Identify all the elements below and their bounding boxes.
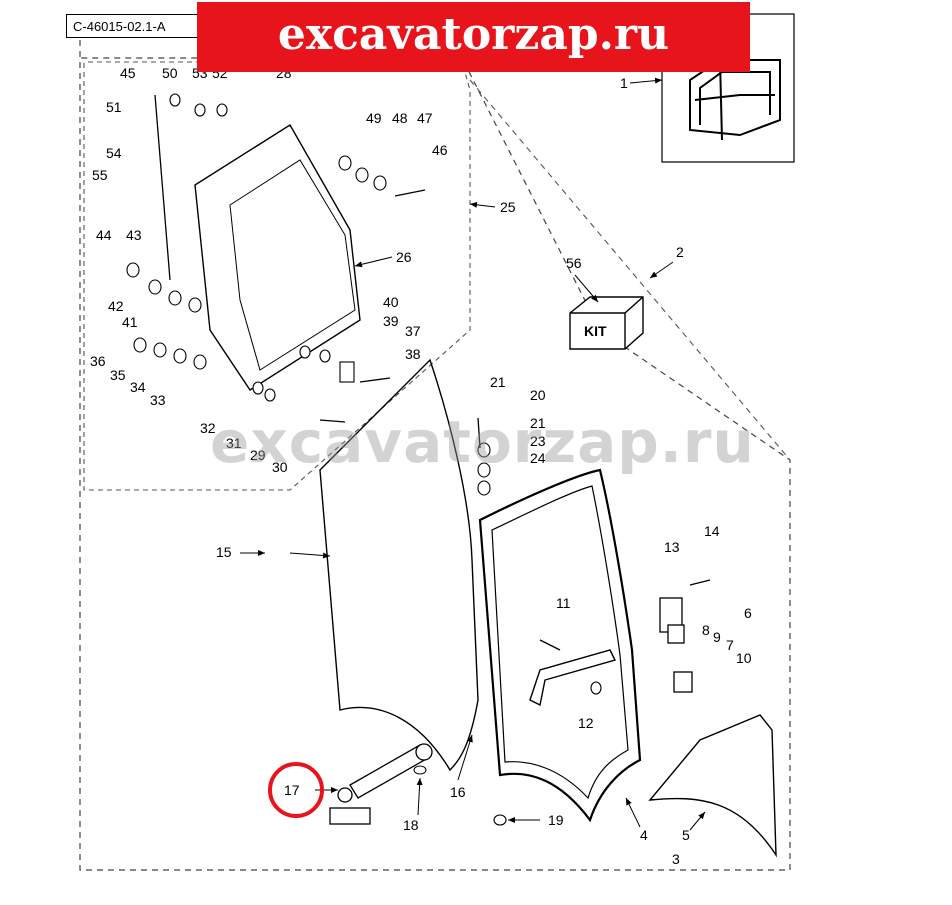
callout-56: 56 <box>566 255 582 271</box>
callout-21a: 21 <box>490 374 506 390</box>
callout-30: 30 <box>272 459 288 475</box>
callout-14: 14 <box>704 523 720 539</box>
callout-42: 42 <box>108 298 124 314</box>
callout-45: 45 <box>120 65 136 81</box>
callout-11: 11 <box>556 595 571 611</box>
callout-3: 3 <box>672 851 680 867</box>
outer-dashed-boundary <box>79 40 791 871</box>
callout-8: 8 <box>702 622 710 638</box>
callout-12: 12 <box>578 715 594 731</box>
callout-13: 13 <box>664 539 680 555</box>
callout-51: 51 <box>106 99 122 115</box>
callout-35: 35 <box>110 367 126 383</box>
callout-55: 55 <box>92 167 108 183</box>
door-hinge <box>659 597 693 693</box>
door-handle <box>529 649 617 707</box>
kit-label: KIT <box>584 323 607 339</box>
callout-29: 29 <box>250 447 266 463</box>
gas-strut <box>329 743 433 825</box>
callout-15: 15 <box>216 544 232 560</box>
callout-31: 31 <box>226 435 242 451</box>
callout-32: 32 <box>200 420 216 436</box>
callout-54: 54 <box>106 145 122 161</box>
callout-40: 40 <box>383 294 399 310</box>
document-id-label: C-46015-02.1-A <box>66 14 206 38</box>
callout-16: 16 <box>450 784 466 800</box>
callout-43: 43 <box>126 227 142 243</box>
callout-38: 38 <box>405 346 421 362</box>
callout-1: 1 <box>620 75 628 91</box>
callout-5: 5 <box>682 827 690 843</box>
watermark: excavatorzap.ru <box>210 408 755 476</box>
callout-10: 10 <box>736 650 752 666</box>
callout-36: 36 <box>90 353 106 369</box>
kit-box <box>569 296 644 350</box>
lower-quarter-glass <box>648 714 777 858</box>
site-banner[interactable]: excavatorzap.ru <box>197 2 750 72</box>
callout-19: 19 <box>548 812 564 828</box>
callout-9: 9 <box>713 629 721 645</box>
door-frame <box>478 468 642 823</box>
callout-25: 25 <box>500 199 516 215</box>
callout-17: 17 <box>284 782 300 798</box>
callout-20: 20 <box>530 387 546 403</box>
callout-18: 18 <box>403 817 419 833</box>
highlight-circle <box>268 762 324 818</box>
callout-26: 26 <box>396 249 412 265</box>
callout-44: 44 <box>96 227 112 243</box>
callout-41: 41 <box>122 314 138 330</box>
callout-2: 2 <box>676 244 684 260</box>
callout-39: 39 <box>383 313 399 329</box>
callout-7: 7 <box>726 637 734 653</box>
callout-23: 23 <box>530 433 546 449</box>
callout-34: 34 <box>130 379 146 395</box>
callout-37: 37 <box>405 323 421 339</box>
callout-46: 46 <box>432 142 448 158</box>
callout-6: 6 <box>744 605 752 621</box>
cab-icon <box>689 59 781 141</box>
upper-window-pane <box>194 124 361 391</box>
callout-47: 47 <box>417 110 433 126</box>
hardware-washers <box>126 93 602 826</box>
callout-4: 4 <box>640 827 648 843</box>
callout-33: 33 <box>150 392 166 408</box>
callout-49: 49 <box>366 110 382 126</box>
callout-50: 50 <box>162 65 178 81</box>
callout-48: 48 <box>392 110 408 126</box>
callout-labels: 1 2 3 4 5 6 7 8 9 10 11 12 13 14 15 16 1… <box>90 65 752 867</box>
callout-21b: 21 <box>530 415 546 431</box>
callout-24: 24 <box>530 450 546 466</box>
